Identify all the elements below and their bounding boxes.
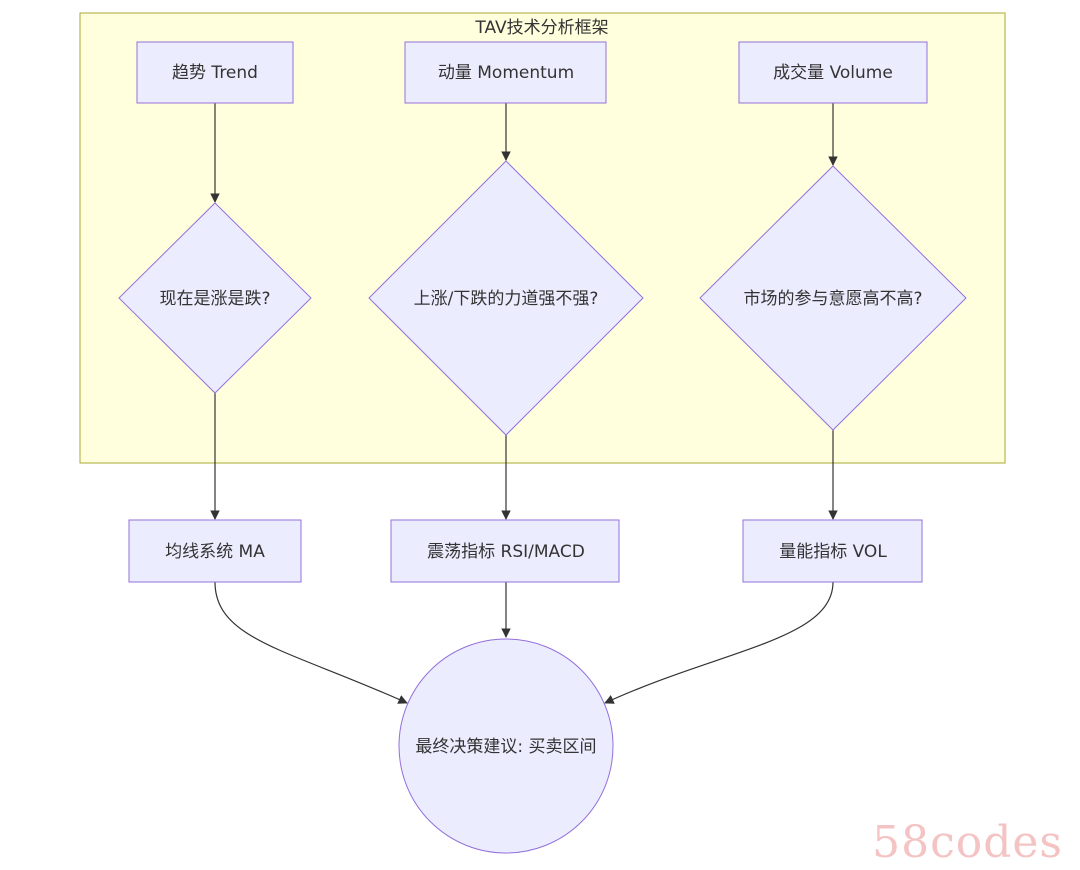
node-vol-label: 量能指标 VOL	[779, 542, 887, 562]
node-momentum[interactable]: 动量 Momentum	[404, 41, 607, 104]
node-question-trend[interactable]: 现在是涨是跌?	[118, 202, 312, 394]
node-question-trend-label: 现在是涨是跌?	[159, 289, 270, 309]
node-question-momentum[interactable]: 上涨/下跌的力道强不强?	[368, 160, 644, 436]
edges	[210, 103, 838, 704]
node-ma-label: 均线系统 MA	[165, 542, 265, 562]
node-volume[interactable]: 成交量 Volume	[738, 41, 928, 104]
node-trend[interactable]: 趋势 Trend	[136, 41, 294, 104]
node-volume-label: 成交量 Volume	[773, 63, 893, 83]
node-final-decision[interactable]: 最终决策建议: 买卖区间	[398, 638, 614, 854]
node-rsi-macd[interactable]: 震荡指标 RSI/MACD	[390, 519, 620, 583]
edge-ma-to-decision	[214, 581, 408, 704]
node-trend-label: 趋势 Trend	[172, 63, 258, 83]
node-final-decision-label: 最终决策建议: 买卖区间	[415, 737, 596, 757]
node-momentum-label: 动量 Momentum	[438, 63, 574, 83]
node-question-momentum-label: 上涨/下跌的力道强不强?	[414, 289, 599, 309]
edge-vol-to-decision	[604, 581, 834, 704]
node-rsi-macd-label: 震荡指标 RSI/MACD	[427, 542, 585, 562]
node-vol[interactable]: 量能指标 VOL	[742, 519, 923, 583]
watermark-text: 58codes	[872, 817, 1063, 868]
cluster-title: TAV技术分析框架	[474, 18, 608, 38]
node-question-volume[interactable]: 市场的参与意愿高不高?	[699, 165, 967, 431]
node-ma[interactable]: 均线系统 MA	[128, 519, 302, 583]
node-question-volume-label: 市场的参与意愿高不高?	[743, 289, 922, 309]
